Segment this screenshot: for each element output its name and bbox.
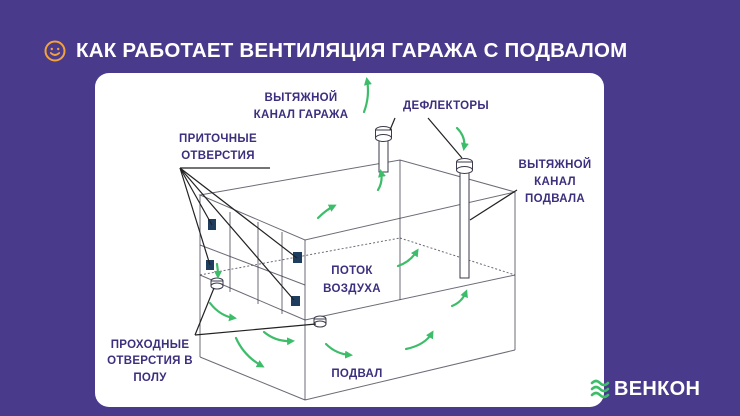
basement-exhaust-pipe xyxy=(456,158,473,279)
airflow-arrow xyxy=(404,330,434,351)
airflow-arrows xyxy=(208,77,469,368)
airflow-arrow xyxy=(316,204,337,220)
label-basement-exhaust-2: КАНАЛ xyxy=(534,176,576,188)
airflow-arrow xyxy=(234,336,265,368)
airflow-arrow xyxy=(362,77,372,114)
airflow-arrow xyxy=(213,262,222,279)
floor-vents xyxy=(210,277,327,328)
airflow-arrow xyxy=(262,330,295,346)
label-basement-exhaust-1: ВЫТЯЖНОЙ xyxy=(518,158,591,171)
label-garage-exhaust-1: ВЫТЯЖНОЙ xyxy=(264,91,337,104)
label-basement: ПОДВАЛ xyxy=(331,368,382,380)
label-floor-3: ПОЛУ xyxy=(133,372,167,384)
label-floor-2: ОТВЕРСТИЯ В xyxy=(107,355,193,367)
pointer-lines xyxy=(179,117,518,336)
page-title: КАК РАБОТАЕТ ВЕНТИЛЯЦИЯ ГАРАЖА С ПОДВАЛО… xyxy=(76,39,628,62)
airflow-arrow xyxy=(450,289,468,308)
airflow-arrow xyxy=(455,126,469,151)
header: КАК РАБОТАЕТ ВЕНТИЛЯЦИЯ ГАРАЖА С ПОДВАЛО… xyxy=(44,36,627,66)
brand-waves-icon xyxy=(590,379,610,399)
airflow-arrow xyxy=(396,248,419,268)
label-floor-1: ПРОХОДНЫЕ xyxy=(111,339,190,351)
label-supply-2: ОТВЕРСТИЯ xyxy=(181,150,255,162)
brand-logo: ВЕНКОН xyxy=(590,376,700,402)
garage-exhaust-pipe xyxy=(375,126,392,173)
supply-vent xyxy=(293,252,302,263)
label-garage-exhaust-2: КАНАЛ ГАРАЖА xyxy=(254,109,349,121)
supply-vent xyxy=(291,296,300,306)
label-supply-1: ПРИТОЧНЫЕ xyxy=(179,133,257,145)
airflow-arrow xyxy=(208,301,237,322)
label-airflow-1: ПОТОК xyxy=(331,265,373,277)
label-deflectors: ДЕФЛЕКТОРЫ xyxy=(403,100,489,112)
airflow-arrow xyxy=(376,169,386,192)
label-basement-exhaust-3: ПОДВАЛА xyxy=(525,193,585,205)
label-airflow-2: ВОЗДУХА xyxy=(323,283,381,295)
smiley-icon xyxy=(44,40,66,62)
airflow-arrow xyxy=(324,342,353,359)
brand-name: ВЕНКОН xyxy=(614,377,701,400)
